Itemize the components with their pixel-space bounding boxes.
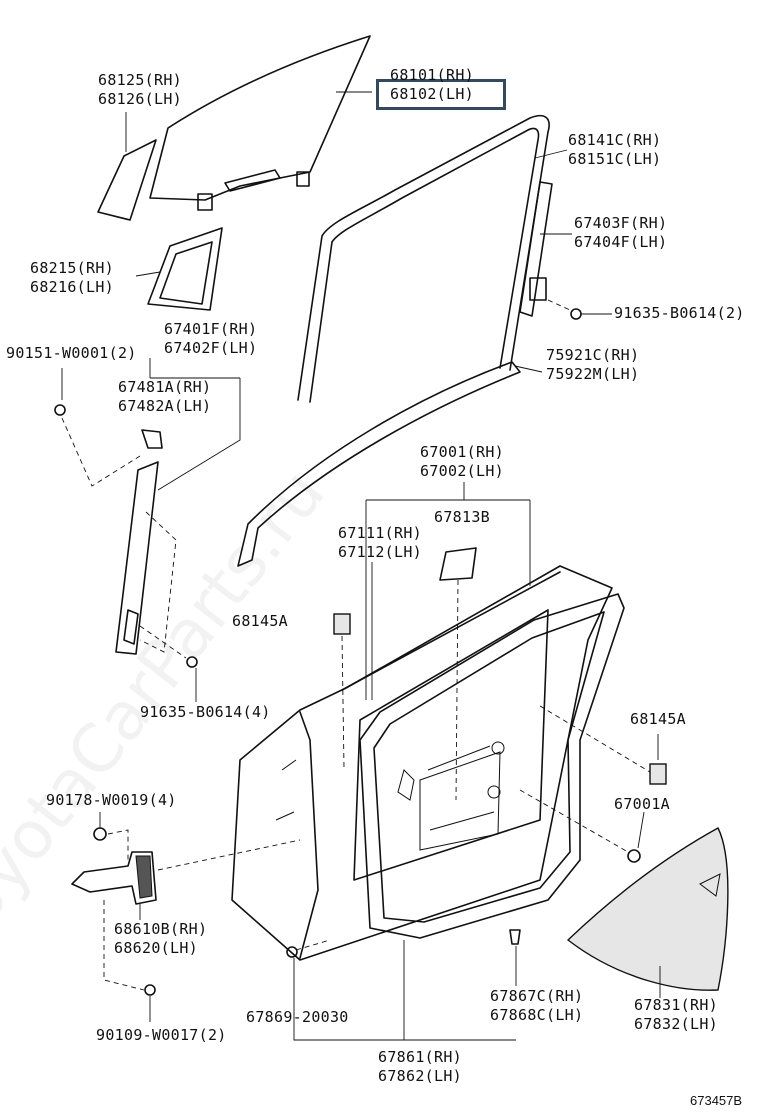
illustration-code: 673457B bbox=[690, 1093, 743, 1108]
service-hole-cover-shape bbox=[566, 827, 729, 991]
label-bolt-90109[interactable]: 90109-W0017(2) bbox=[96, 1026, 227, 1044]
channel-bracket-shape bbox=[141, 429, 163, 449]
door-plug-shape bbox=[439, 547, 477, 581]
label-clip-67869[interactable]: 67869-20030 bbox=[246, 1008, 349, 1026]
lower-channel-shape bbox=[115, 461, 159, 655]
cushion-left-shape bbox=[333, 613, 351, 635]
cushion-right-shape bbox=[649, 763, 667, 785]
label-screw-91635-upper[interactable]: 91635-B0614(2) bbox=[614, 304, 745, 322]
label-cushion-left[interactable]: 68145A bbox=[232, 612, 288, 630]
label-quarter-glass[interactable]: 68125(RH)68126(LH) bbox=[98, 71, 182, 108]
label-glass-channel[interactable]: 67403F(RH)67404F(LH) bbox=[574, 214, 668, 251]
highlight-box bbox=[376, 79, 506, 110]
label-door-outer-panel[interactable]: 67111(RH)67112(LH) bbox=[338, 524, 422, 561]
glass-run-shape bbox=[297, 114, 550, 401]
quarter-weatherstrip-shape bbox=[147, 227, 223, 311]
window-glass-shape bbox=[149, 35, 371, 201]
label-door-plug[interactable]: 67813B bbox=[434, 508, 490, 526]
label-frame-sub-assy[interactable]: 67401F(RH)67402F(LH) bbox=[164, 320, 258, 357]
label-service-hole-cover[interactable]: 67831(RH)67832(LH) bbox=[634, 996, 718, 1033]
label-door-panel[interactable]: 67001(RH)67002(LH) bbox=[420, 443, 504, 480]
label-screw-91635-lower[interactable]: 91635-B0614(4) bbox=[140, 703, 271, 721]
door-weatherstrip-shape bbox=[359, 593, 625, 939]
label-bolt-90151[interactable]: 90151-W0001(2) bbox=[6, 344, 137, 362]
quarter-glass-shape bbox=[97, 139, 157, 221]
label-belt-moulding[interactable]: 75921C(RH)75922M(LH) bbox=[546, 346, 640, 383]
label-weatherstrip[interactable]: 67861(RH)67862(LH) bbox=[378, 1048, 462, 1085]
hole-plug-shape bbox=[627, 849, 641, 863]
label-cushion-right[interactable]: 68145A bbox=[630, 710, 686, 728]
glass-channel-shape bbox=[519, 181, 553, 317]
door-shell-shape bbox=[231, 565, 613, 961]
label-door-check[interactable]: 68610B(RH)68620(LH) bbox=[114, 920, 208, 957]
label-quarter-weatherstrip[interactable]: 68215(RH)68216(LH) bbox=[30, 259, 114, 296]
label-window-glass[interactable]: 68101(RH)68102(LH) bbox=[390, 66, 474, 103]
label-bolt-90178[interactable]: 90178-W0019(4) bbox=[46, 791, 177, 809]
label-channel-bracket[interactable]: 67481A(RH)67482A(LH) bbox=[118, 378, 212, 415]
label-clip-67867[interactable]: 67867C(RH)67868C(LH) bbox=[490, 987, 584, 1024]
belt-moulding-shape bbox=[237, 361, 521, 567]
door-check-shape bbox=[71, 851, 157, 905]
label-glass-run[interactable]: 68141C(RH)68151C(LH) bbox=[568, 131, 662, 168]
label-hole-plug[interactable]: 67001A bbox=[614, 795, 670, 813]
